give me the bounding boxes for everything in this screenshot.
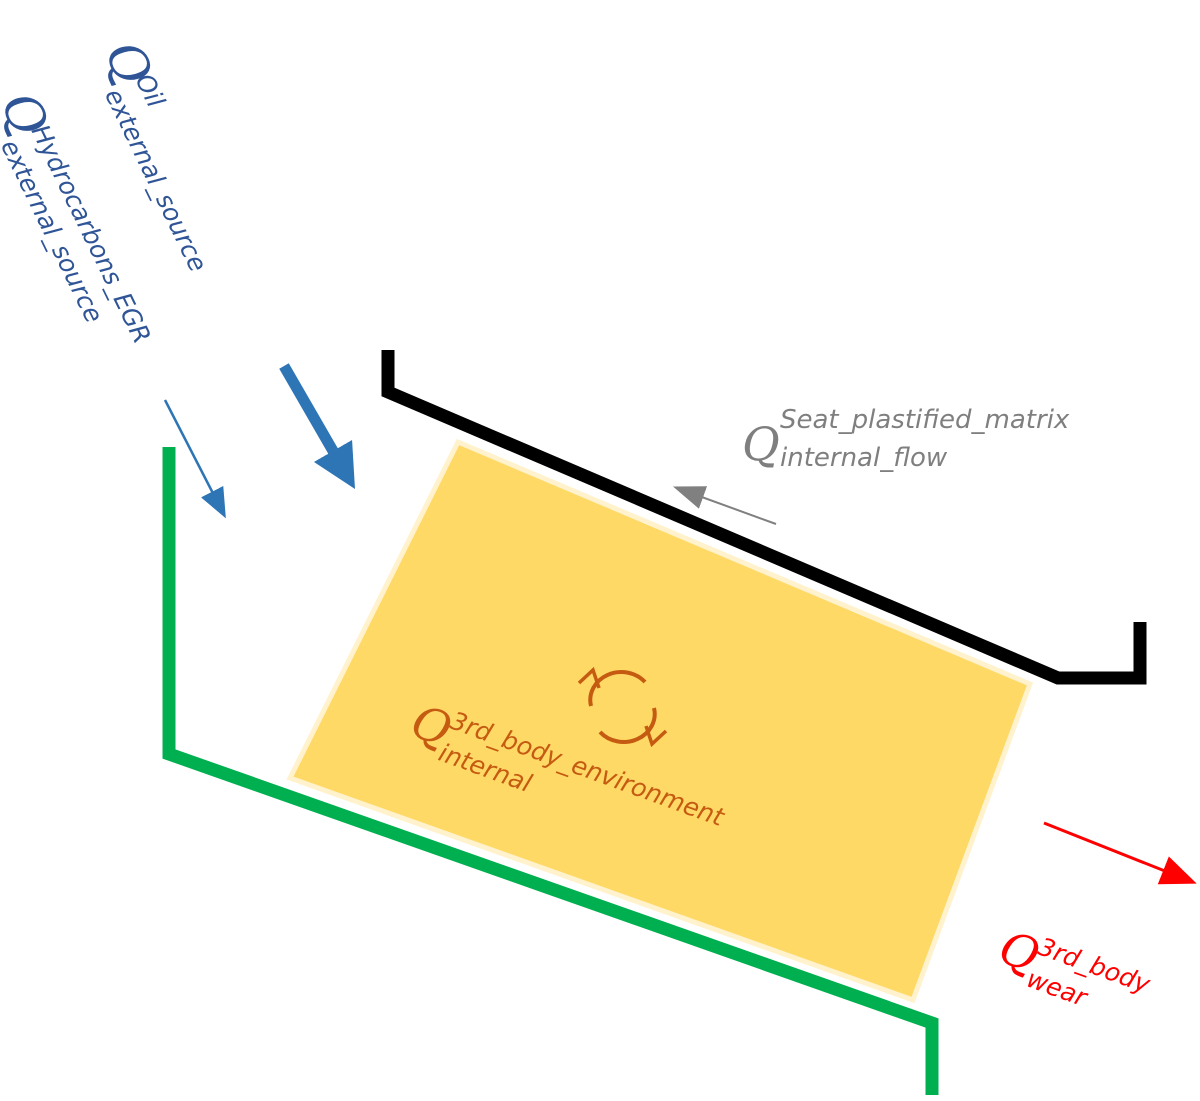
wear-arrow [1043,821,1197,885]
oil-source-arrow [279,363,355,490]
seat-internal-flow-arrow [672,486,777,525]
seat-surface [381,350,1147,685]
cycle-icon-lower-arc [598,707,657,744]
oil-subscript: external_source [99,84,213,276]
cycle-icon-upper-head [577,666,601,689]
wear-label: Q 3rd_body wear [992,920,1155,1013]
cycle-icon-upper-arc [588,670,647,707]
seat-q-symbol: Q [742,417,780,471]
hydrocarbons-source-arrow [163,399,226,519]
seat-internal-flow-label: Q Seat_plastified_matrix internal_flow [742,405,1070,473]
valve-surface [162,447,939,1095]
cycle-icon-lower-head [644,725,668,748]
third-body-layer [286,438,1034,1004]
seat-subscript: internal_flow [780,443,948,473]
cycle-icon [577,666,668,748]
seat-superscript: Seat_plastified_matrix [780,405,1070,435]
